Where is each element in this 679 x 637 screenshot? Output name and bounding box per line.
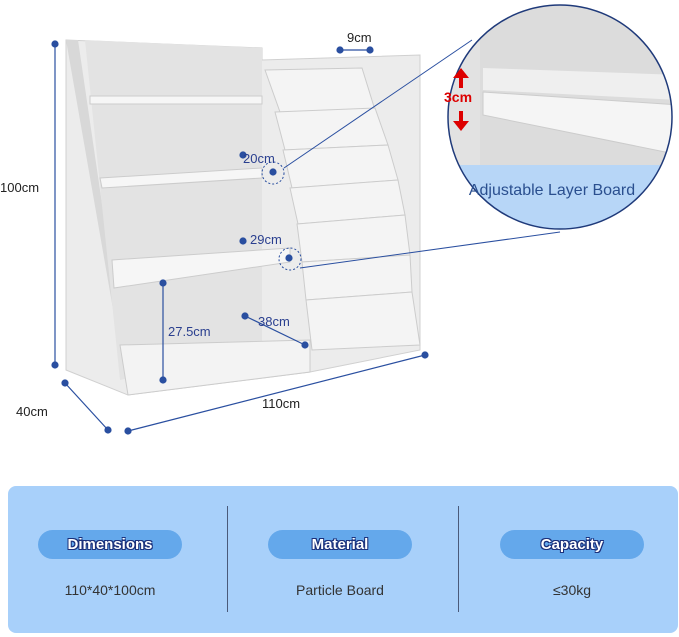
spec-dimensions: Dimensions 110*40*100cm bbox=[8, 486, 231, 633]
spec-material: Material Particle Board bbox=[238, 486, 461, 633]
spec-value: 110*40*100cm bbox=[64, 582, 156, 598]
specs-panel: Dimensions 110*40*100cm Material Particl… bbox=[8, 486, 678, 633]
depth-label: 40cm bbox=[16, 404, 48, 419]
spec-label: Capacity bbox=[500, 530, 644, 559]
bookshelf-illustration bbox=[51, 4, 673, 435]
spec-value: ≤30kg bbox=[552, 582, 592, 598]
pocket-width-label: 9cm bbox=[347, 30, 372, 45]
spec-capacity: Capacity ≤30kg bbox=[470, 486, 679, 633]
height-label: 100cm bbox=[0, 180, 40, 195]
lower-depth-label: 38cm bbox=[258, 314, 290, 329]
shelf-gap-1-label: 20cm bbox=[243, 151, 275, 166]
gap-label: 3cm bbox=[444, 89, 473, 105]
spec-label: Dimensions bbox=[38, 530, 182, 559]
divider bbox=[458, 506, 459, 612]
lower-height-label: 27.5cm bbox=[168, 324, 211, 339]
detail-caption: Adjustable Layer Board bbox=[468, 182, 636, 199]
spec-value: Particle Board bbox=[296, 582, 384, 598]
width-label: 110cm bbox=[262, 396, 301, 411]
spec-label: Material bbox=[268, 530, 412, 559]
divider bbox=[227, 506, 228, 612]
shelf-gap-2-label: 29cm bbox=[250, 232, 282, 247]
